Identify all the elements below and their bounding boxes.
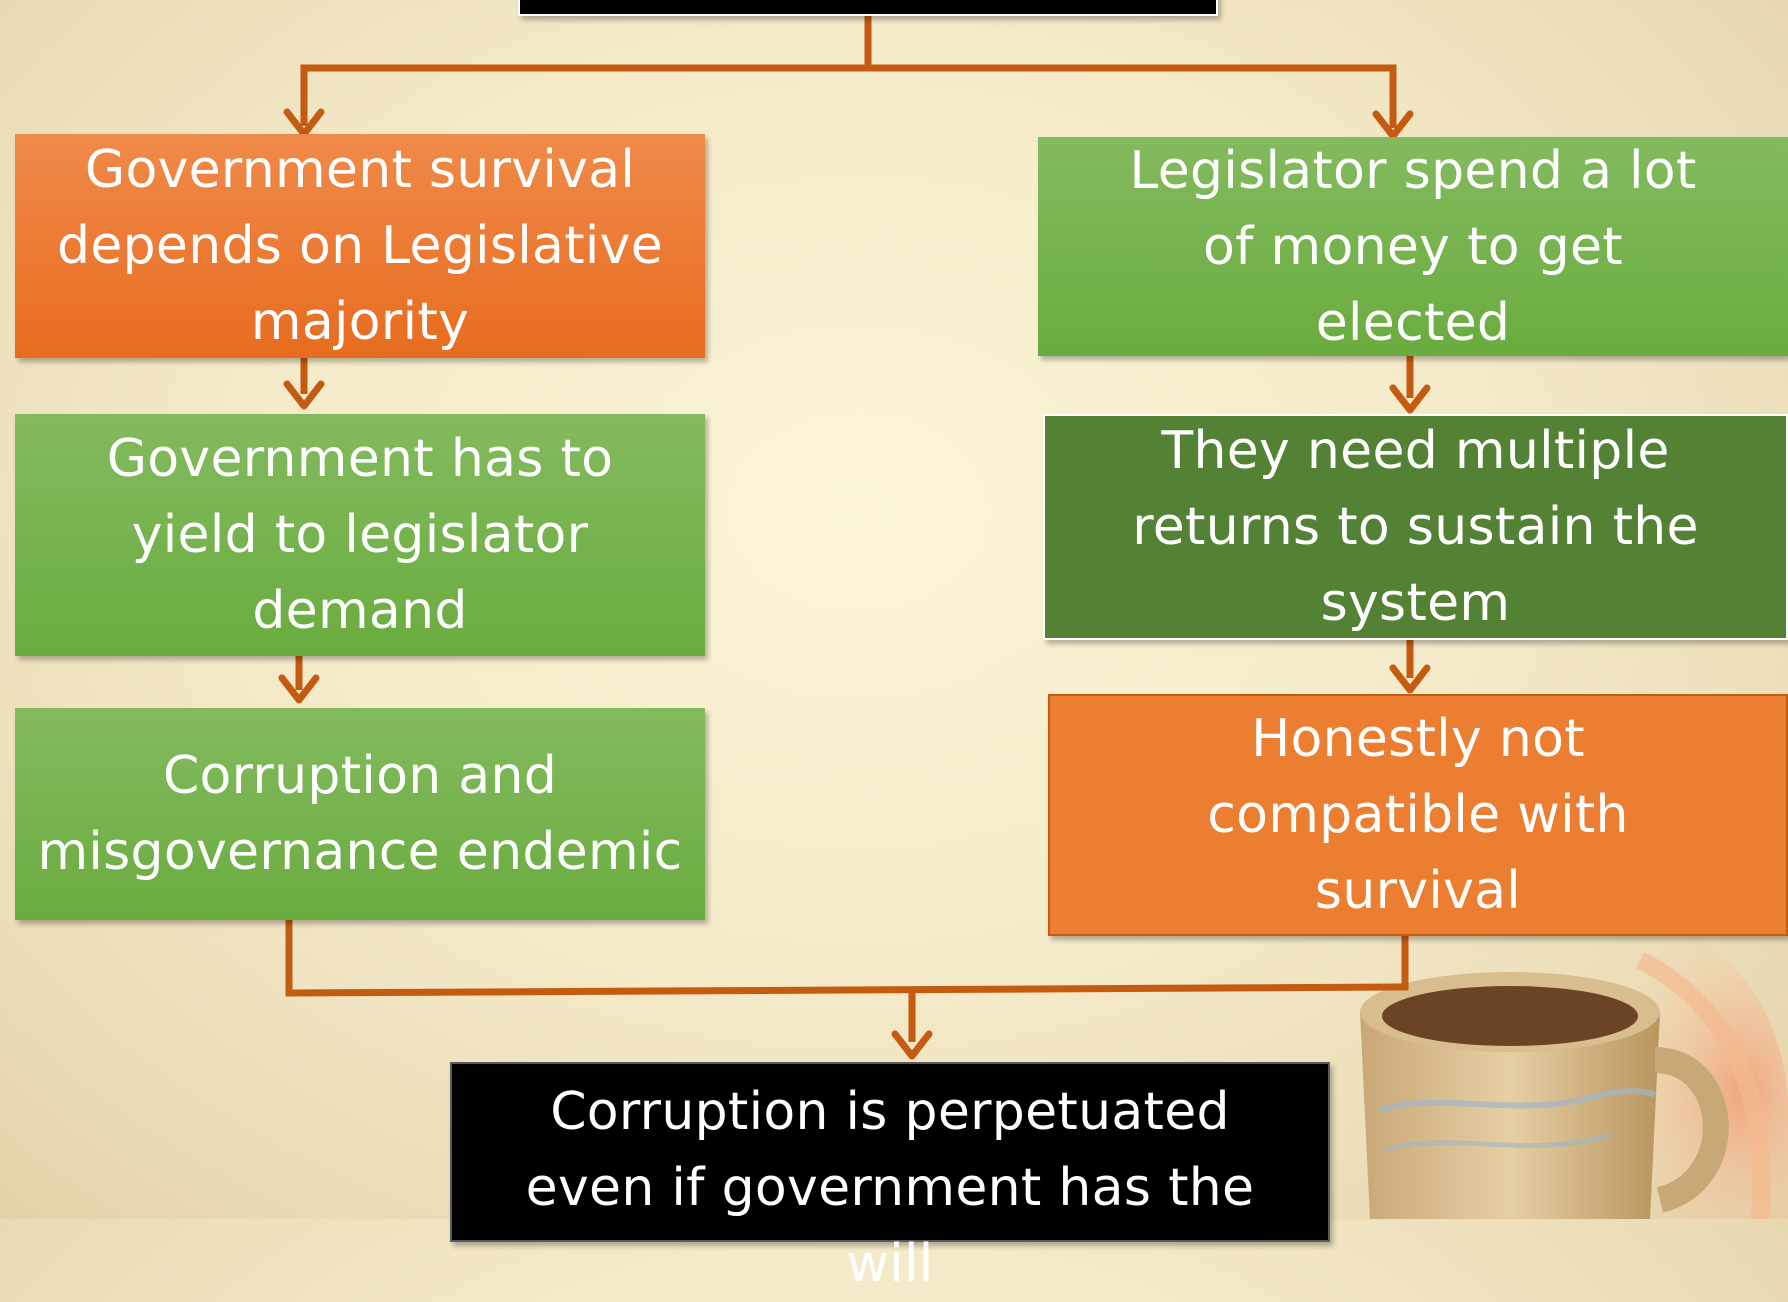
connector-top-branch bbox=[300, 64, 1397, 128]
arrowhead-right-3 bbox=[1389, 664, 1431, 694]
conclusion-box: Corruption is perpetuated even if govern… bbox=[450, 1062, 1330, 1294]
left-step-1-box: Government survival depends on Legislati… bbox=[15, 134, 705, 358]
top-title-box bbox=[518, 0, 1218, 16]
arrowhead-left-2 bbox=[283, 380, 325, 410]
right-step-1-text: Legislator spend a lot of money to get e… bbox=[1129, 140, 1697, 353]
flow-connectors bbox=[278, 0, 1431, 1060]
coffee-mug-illustration bbox=[1360, 900, 1788, 1219]
right-step-2-box: They need multiple returns to sustain th… bbox=[1043, 414, 1788, 640]
right-step-3-box: Honestly not compatible with survival bbox=[1048, 694, 1788, 936]
right-step-1-box: Legislator spend a lot of money to get e… bbox=[1038, 137, 1788, 356]
left-step-1-text: Government survival depends on Legislati… bbox=[57, 140, 663, 352]
arrowhead-bottom bbox=[891, 1030, 933, 1060]
arrowhead-right-2 bbox=[1389, 384, 1431, 414]
right-step-3-text: Honestly not compatible with survival bbox=[1207, 709, 1629, 921]
conclusion-text: Corruption is perpetuated even if govern… bbox=[525, 1082, 1255, 1294]
arrowhead-right-1 bbox=[1372, 110, 1414, 140]
left-step-2-box: Government has to yield to legislator de… bbox=[15, 414, 705, 656]
arrowhead-left-3 bbox=[278, 674, 320, 704]
connector-bottom-merge bbox=[285, 920, 1409, 997]
right-step-2-text: They need multiple returns to sustain th… bbox=[1132, 421, 1699, 633]
left-step-3-text: Corruption and misgovernance endemic bbox=[37, 746, 683, 882]
left-step-2-text: Government has to yield to legislator de… bbox=[106, 429, 614, 641]
left-step-3-box: Corruption and misgovernance endemic bbox=[15, 708, 705, 920]
